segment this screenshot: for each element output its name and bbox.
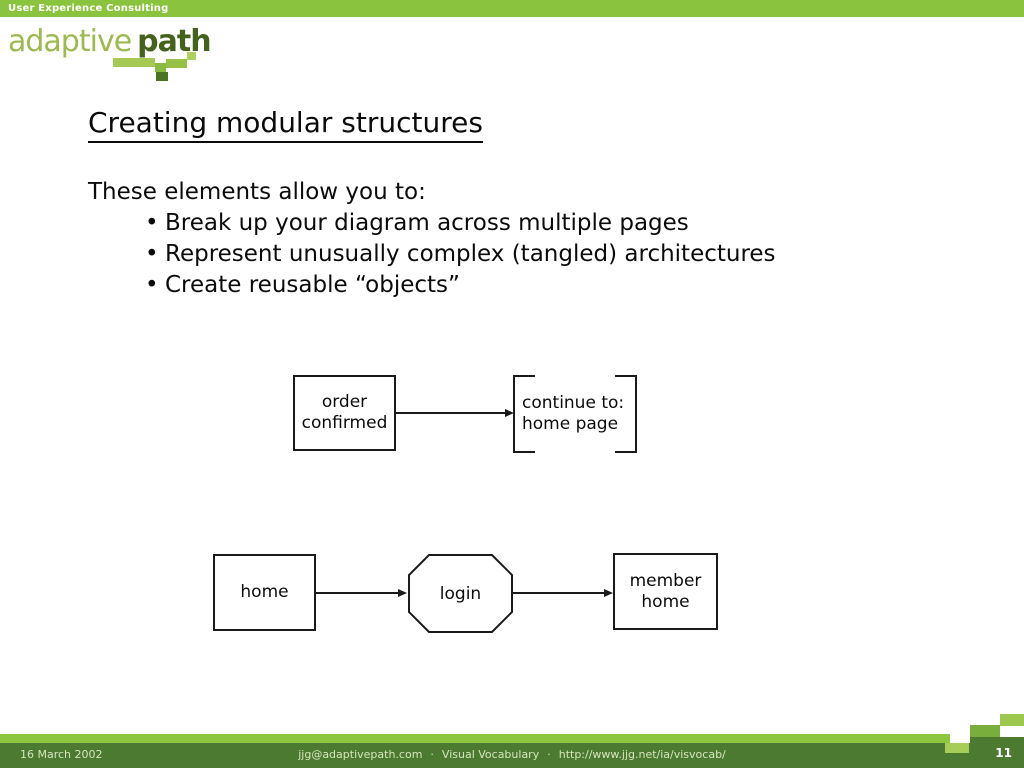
top-brand-bar: User Experience Consulting bbox=[0, 0, 1024, 17]
bullet-item: • Break up your diagram across multiple … bbox=[88, 208, 908, 239]
decor-square bbox=[113, 58, 155, 67]
footer-band bbox=[0, 743, 1024, 768]
bullet-text: Represent unusually complex (tangled) ar… bbox=[165, 241, 776, 267]
diagram-page-box-home: home bbox=[213, 554, 316, 631]
continuation-label-line: home page bbox=[522, 414, 619, 434]
box-label-line: member bbox=[629, 570, 702, 591]
diagram-page-box-member-home: member home bbox=[613, 553, 718, 630]
bullet-text: Create reusable “objects” bbox=[165, 272, 460, 298]
decor-square bbox=[970, 725, 1000, 737]
box-label-line: home bbox=[641, 591, 690, 612]
bullet-item: • Create reusable “objects” bbox=[88, 270, 908, 301]
footer-center-text: jjg@adaptivepath.com · Visual Vocabulary · h… bbox=[0, 748, 1024, 761]
logo-word-adaptive: adaptive bbox=[8, 24, 132, 59]
footer-email: jjg@adaptivepath.com bbox=[298, 748, 423, 761]
arrowhead-icon bbox=[604, 589, 613, 597]
diagram-decision-octagon-login: login bbox=[408, 554, 513, 633]
slide-body: These elements allow you to: • Break up … bbox=[88, 177, 908, 301]
arrowhead-icon bbox=[505, 409, 514, 417]
footer-url: http://www.jjg.net/ia/visvocab/ bbox=[558, 748, 726, 761]
bullet-marker: • bbox=[145, 210, 159, 236]
intro-line: These elements allow you to: bbox=[88, 179, 426, 205]
continuation-bracket-right bbox=[615, 375, 637, 453]
slide-title: Creating modular structures bbox=[88, 106, 483, 143]
decor-square bbox=[945, 743, 969, 753]
flow-connector bbox=[396, 412, 507, 414]
octagon-shape bbox=[408, 554, 513, 633]
decor-square bbox=[1000, 714, 1024, 726]
footer-band-extension bbox=[970, 737, 1024, 743]
decor-square bbox=[166, 59, 187, 68]
octagon-label: login bbox=[439, 583, 482, 604]
footer-separator: · bbox=[547, 748, 551, 761]
flow-connector bbox=[513, 592, 606, 594]
footer-separator: · bbox=[430, 748, 434, 761]
bullet-item: • Represent unusually complex (tangled) … bbox=[88, 239, 908, 270]
footer-date: 16 March 2002 bbox=[20, 748, 103, 761]
continuation-label-line: continue to: bbox=[522, 393, 625, 413]
diagram-page-box-order-confirmed: order confirmed bbox=[293, 375, 396, 451]
decor-square bbox=[156, 72, 168, 81]
footer-deck-title: Visual Vocabulary bbox=[441, 748, 540, 761]
decor-square bbox=[187, 52, 196, 60]
arrowhead-icon bbox=[398, 589, 407, 597]
footer-accent-stripe bbox=[0, 734, 950, 743]
bullet-marker: • bbox=[145, 241, 159, 267]
box-label-line: order bbox=[321, 392, 368, 412]
continuation-label: continue to: home page bbox=[522, 375, 630, 453]
page-number: 11 bbox=[995, 746, 1012, 760]
box-label-line: confirmed bbox=[301, 413, 388, 433]
box-label-line: home bbox=[240, 582, 289, 602]
flow-connector bbox=[316, 592, 400, 594]
bullet-text: Break up your diagram across multiple pa… bbox=[165, 210, 689, 236]
company-tagline: User Experience Consulting bbox=[8, 3, 169, 14]
logo-word-path: path bbox=[137, 24, 211, 59]
bullet-marker: • bbox=[145, 272, 159, 298]
continuation-bracket-left bbox=[513, 375, 535, 453]
decor-square bbox=[155, 63, 166, 72]
